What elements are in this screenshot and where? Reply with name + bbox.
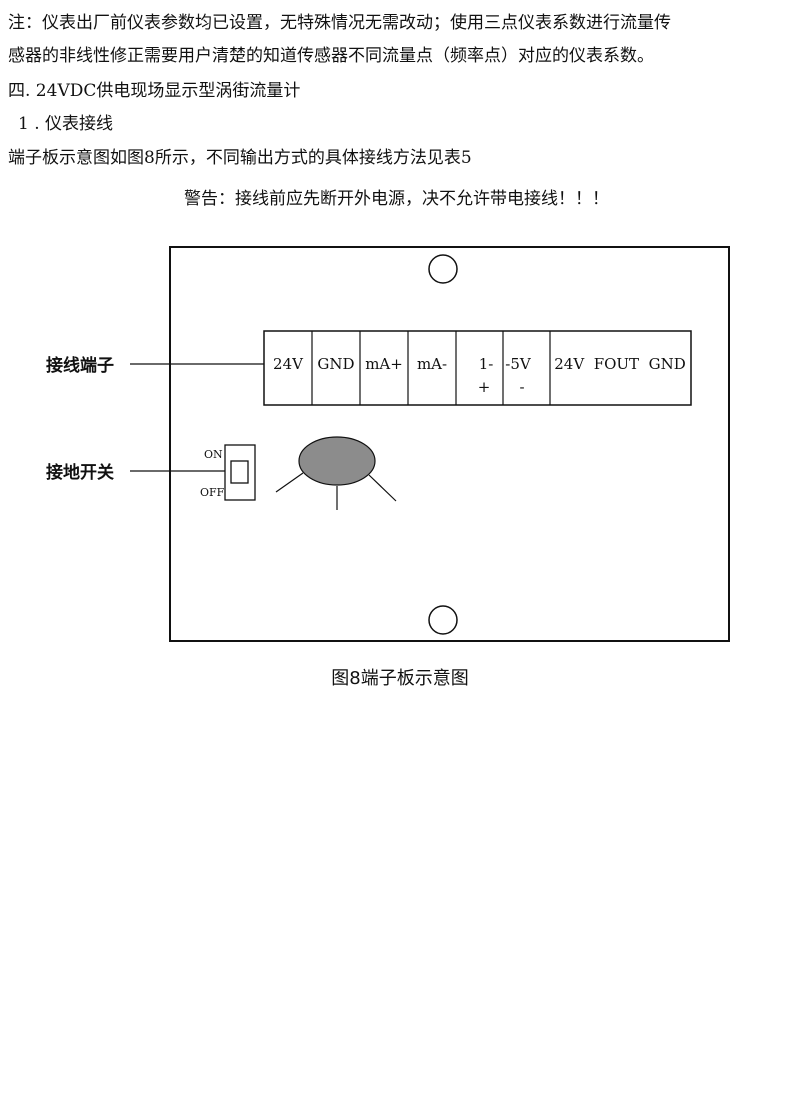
board-outline [169, 246, 730, 642]
terminal-minus: - [519, 378, 524, 396]
subsection-heading: 1 . 仪表接线 [18, 114, 114, 134]
callout-switch-label: 接地开关 [46, 462, 114, 483]
figure-caption: 图8端子板示意图 [331, 668, 469, 689]
terminal-gnd: GND [317, 355, 354, 373]
terminal-plus: + [478, 378, 491, 396]
switch-off-label: OFF [200, 486, 225, 499]
mounting-hole-top [428, 254, 458, 284]
terminal-24v: 24V [273, 355, 304, 373]
section-heading: 四. 24VDC供电现场显示型涡街流量计 [8, 81, 301, 101]
terminal-1: 1- [479, 355, 494, 373]
terminal-5v: -5V [505, 355, 532, 373]
mounting-hole-bottom [428, 605, 458, 635]
note-line-2: 感器的非线性修正需要用户清楚的知道传感器不同流量点（频率点）对应的仪表系数。 [8, 46, 654, 66]
terminal-board-diagram: 24V GND mA+ mA- 1- -5V + - 24V FOUT GND … [46, 246, 730, 642]
terminal-block: 24V GND mA+ mA- 1- -5V + - 24V FOUT GND [263, 330, 692, 406]
switch-on-label: ON [204, 448, 223, 461]
warning-text: 警告：接线前应先断开外电源，决不允许带电接线！！！ [184, 189, 609, 209]
display-sensor-element [275, 436, 397, 510]
intro-paragraph: 端子板示意图如图8所示，不同输出方式的具体接线方法见表5 [8, 148, 472, 168]
terminal-ma-plus: mA+ [365, 355, 403, 373]
callout-terminals-label: 接线端子 [46, 355, 114, 376]
note-line-1: 注：仪表出厂前仪表参数均已设置，无特殊情况无需改动；使用三点仪表系数进行流量传 [8, 13, 671, 33]
terminal-24v-fout-gnd: 24V FOUT GND [554, 355, 685, 373]
ground-switch: ON OFF [200, 444, 256, 501]
switch-slider [230, 460, 249, 484]
terminal-ma-minus: mA- [417, 355, 447, 373]
